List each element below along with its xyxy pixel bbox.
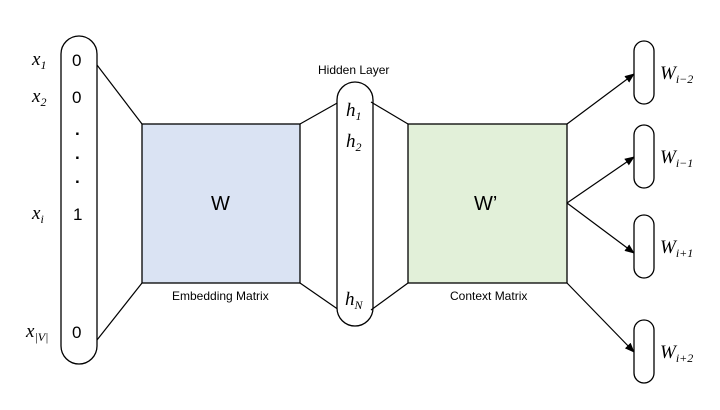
context-matrix bbox=[407, 123, 568, 284]
output-label-1: Wi−2 bbox=[660, 63, 694, 86]
connector-input-embedding-top bbox=[96, 64, 143, 125]
input-ellipsis-2: . bbox=[75, 144, 80, 163]
output-label-2: Wi−1 bbox=[660, 147, 694, 170]
arrow-output-4 bbox=[566, 282, 635, 353]
embedding-matrix-caption: Embedding Matrix bbox=[172, 289, 269, 303]
input-symbol-i: xi bbox=[32, 203, 44, 226]
connector-input-embedding-bottom bbox=[96, 282, 143, 341]
input-symbol-v: x|V| bbox=[26, 321, 49, 344]
input-ellipsis-1: . bbox=[75, 120, 80, 139]
embedding-matrix bbox=[141, 123, 301, 284]
input-ellipsis-3: . bbox=[75, 168, 80, 187]
connector-hidden-context-top bbox=[370, 101, 409, 125]
output-label-4: Wi+2 bbox=[660, 342, 694, 365]
input-symbol-2: x2 bbox=[32, 86, 47, 109]
arrow-output-3 bbox=[566, 202, 635, 254]
input-value-v: 0 bbox=[72, 323, 82, 342]
output-capsule-3 bbox=[633, 214, 655, 279]
arrow-output-1 bbox=[566, 73, 635, 125]
output-capsule-1 bbox=[633, 40, 655, 105]
hidden-unit-1: h1 bbox=[346, 100, 362, 123]
output-capsule-2 bbox=[633, 124, 655, 189]
output-capsule-4 bbox=[633, 319, 655, 384]
embedding-matrix-label: W bbox=[211, 193, 230, 215]
arrow-output-2 bbox=[566, 156, 635, 204]
hidden-layer-vector bbox=[336, 81, 374, 327]
input-symbol-1: x1 bbox=[32, 49, 47, 72]
connector-hidden-context-bottom bbox=[370, 282, 409, 311]
output-label-3: Wi+1 bbox=[660, 237, 694, 260]
hidden-unit-2: h2 bbox=[346, 131, 362, 154]
connector-embedding-hidden-top bbox=[299, 101, 340, 125]
hidden-unit-n: hN bbox=[345, 289, 363, 312]
input-value-1: 0 bbox=[72, 51, 82, 70]
hidden-layer-title: Hidden Layer bbox=[318, 63, 390, 77]
input-vector bbox=[60, 35, 98, 365]
input-value-2: 0 bbox=[72, 88, 82, 107]
connector-embedding-hidden-bottom bbox=[299, 282, 340, 311]
input-value-i: 1 bbox=[73, 205, 83, 224]
context-matrix-label: W’ bbox=[474, 193, 498, 215]
context-matrix-caption: Context Matrix bbox=[450, 289, 528, 303]
